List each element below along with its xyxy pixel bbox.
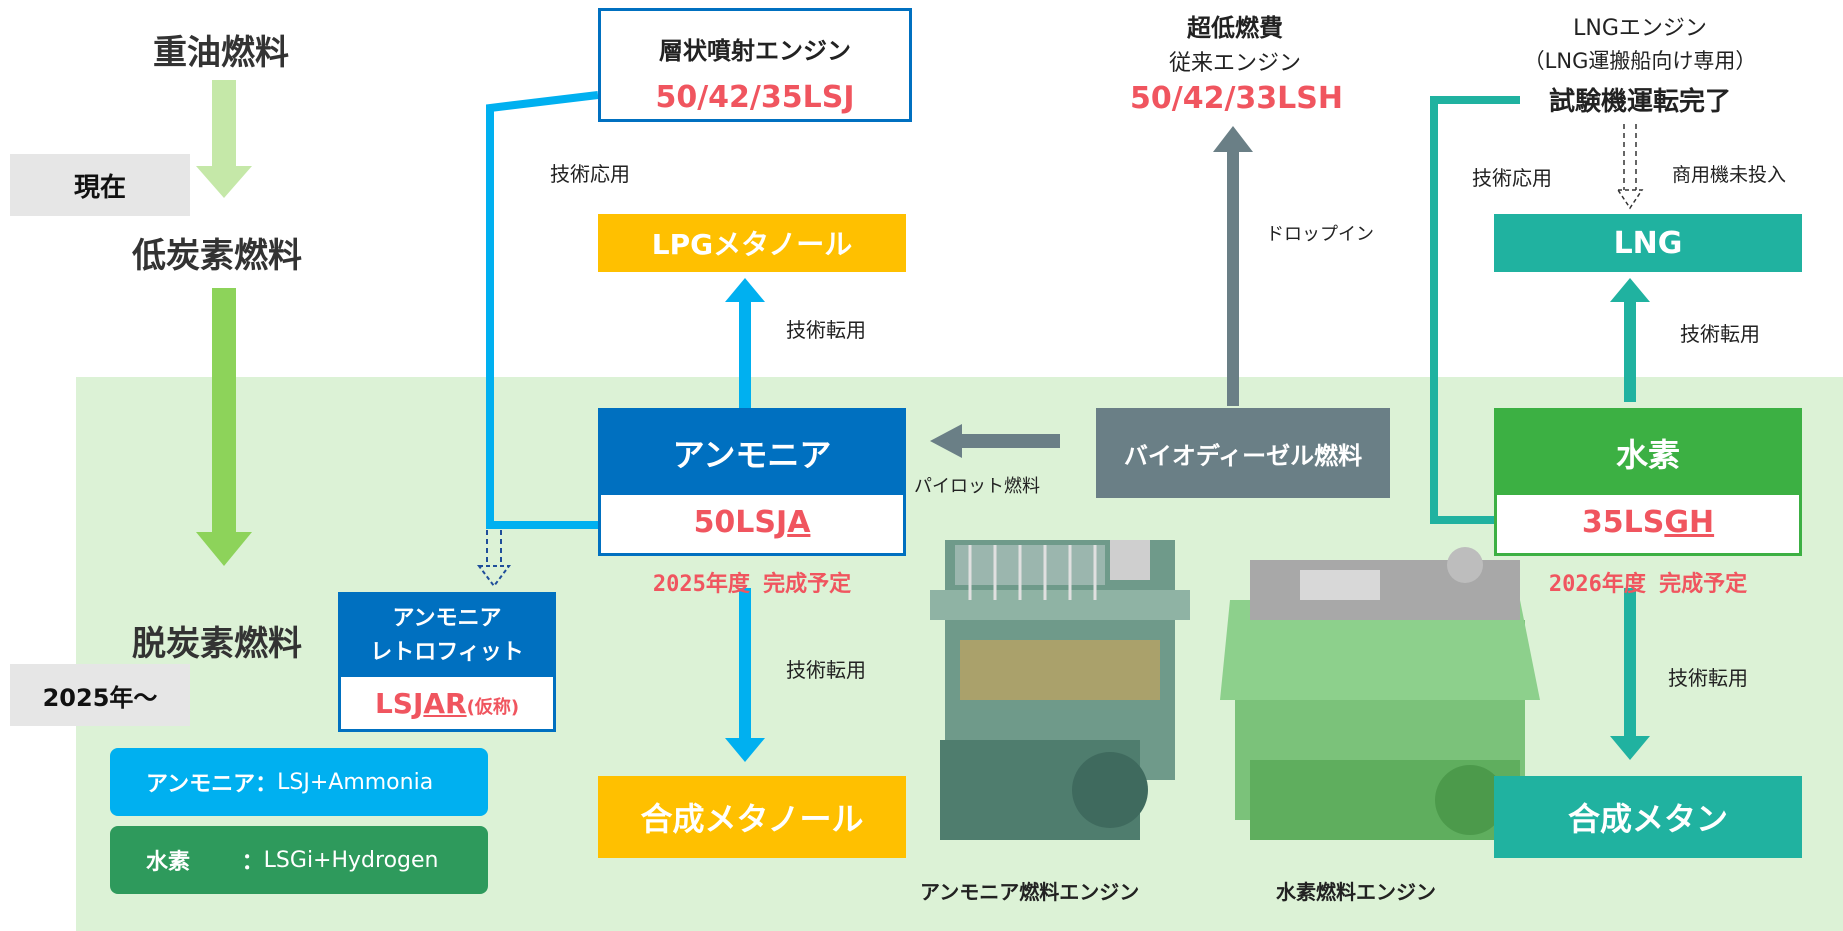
- retrofit-model-suffix: AR: [423, 687, 467, 720]
- lng-engine-line1: LNGエンジン: [1573, 16, 1707, 41]
- ammonia-title: アンモニア: [601, 411, 903, 495]
- legend-hydrogen: 水素 ： LSGi+Hydrogen: [110, 826, 488, 894]
- ammonia-model: 50LSJA: [601, 505, 903, 540]
- label-tech-applied-left: 技術応用: [550, 162, 630, 186]
- lng-box: LNG: [1494, 214, 1802, 272]
- label-tech-transfer-methane: 技術転用: [1668, 666, 1748, 690]
- retrofit-title-line1: アンモニア: [392, 606, 502, 631]
- hydrogen-model: 35LSGH: [1497, 505, 1799, 540]
- lsj-engine-title: 層状噴射エンジン: [659, 37, 851, 65]
- hydrogen-box: 水素 35LSGH: [1494, 408, 1802, 556]
- arrow-biodiesel-to-lsh: [1227, 150, 1239, 406]
- synthetic-methane-box: 合成メタン: [1494, 776, 1802, 858]
- hydrogen-model-suffix: GH: [1664, 505, 1715, 540]
- retrofit-title-line2: レトロフィット: [370, 640, 524, 665]
- arrow-lsj-to-ammonia: [486, 91, 660, 545]
- legend-ammonia-text: LSJ+Ammonia: [277, 769, 434, 795]
- hydrogen-model-prefix: 35LS: [1581, 505, 1665, 540]
- lsh-engine-block: 超低燃費 従来エンジン 50/42/33LSH: [1130, 8, 1343, 116]
- ammonia-model-prefix: 50LSJ: [693, 505, 788, 540]
- biodiesel-box: バイオディーゼル燃料: [1096, 408, 1390, 498]
- year-tag: 2025年～: [10, 664, 190, 726]
- arrow-hydrogen-to-lng: [1624, 300, 1636, 402]
- label-not-commercial: 商用機未投入: [1672, 164, 1787, 186]
- lpg-methanol-box: LPGメタノール: [598, 214, 906, 272]
- low-carbon-fuel-label: 低炭素燃料: [132, 236, 302, 276]
- ammonia-schedule: 2025年度 完成予定: [652, 572, 852, 597]
- caption-ammonia-engine: アンモニア燃料エンジン: [920, 880, 1140, 904]
- arrow-heavy-to-lowcarbon: [196, 80, 252, 198]
- lsh-line1: 超低燃費: [1187, 14, 1283, 42]
- heavy-fuel-label: 重油燃料: [153, 33, 289, 73]
- label-pilot-fuel: パイロット燃料: [914, 476, 1040, 497]
- arrow-hydrogen-to-methane: [1624, 588, 1636, 736]
- ammonia-model-suffix: A: [787, 505, 811, 540]
- lng-engine-line3: 試験機運転完了: [1548, 87, 1731, 117]
- arrow-ammonia-to-methanol-head: [725, 738, 765, 762]
- lng-engine-line2: （LNG運搬船向け専用）: [1523, 49, 1757, 73]
- hydrogen-engine-image: [1220, 547, 1540, 840]
- arrow-ammonia-to-methanol: [739, 588, 751, 738]
- retrofit-model-note: (仮称): [466, 697, 520, 718]
- label-tech-transfer-methanol: 技術転用: [786, 658, 866, 682]
- arrow-hydrogen-to-methane-head: [1610, 736, 1650, 760]
- retrofit-model: LSJAR(仮称): [341, 687, 553, 720]
- synthetic-methanol-box: 合成メタノール: [598, 776, 906, 858]
- caption-hydrogen-engine: 水素燃料エンジン: [1276, 880, 1436, 904]
- lsh-model: 50/42/33LSH: [1130, 81, 1343, 116]
- lng-engine-block: LNGエンジン （LNG運搬船向け専用） 試験機運転完了: [1500, 10, 1780, 118]
- hydrogen-title: 水素: [1497, 411, 1799, 495]
- lsh-line2: 従来エンジン: [1168, 51, 1301, 76]
- arrow-ammonia-to-lpg: [739, 300, 751, 410]
- arrow-biodiesel-to-ammonia: [960, 434, 1060, 448]
- legend-ammonia-label: アンモニア：: [146, 772, 278, 797]
- current-tag: 現在: [10, 154, 190, 216]
- legend-ammonia: アンモニア： LSJ+Ammonia: [110, 748, 488, 816]
- hydrogen-schedule: 2026年度 完成予定: [1548, 572, 1748, 597]
- decarbonized-fuel-label: 脱炭素燃料: [132, 624, 302, 664]
- ammonia-engine-image: [930, 540, 1190, 840]
- retrofit-title: アンモニア レトロフィット: [341, 595, 553, 677]
- arrow-hydrogen-to-lng-head: [1610, 278, 1650, 302]
- arrow-lowcarbon-to-decarbonized: [196, 288, 252, 566]
- legend-hydrogen-text: LSGi+Hydrogen: [263, 847, 439, 873]
- ammonia-box: アンモニア 50LSJA: [598, 408, 906, 556]
- retrofit-model-prefix: LSJ: [374, 687, 424, 720]
- label-tech-transfer-lpg: 技術転用: [786, 318, 866, 342]
- label-tech-transfer-lng: 技術転用: [1680, 322, 1760, 346]
- arrow-ammonia-to-lpg-head: [725, 278, 765, 302]
- arrow-biodiesel-to-lsh-head: [1213, 126, 1253, 152]
- label-drop-in: ドロップイン: [1266, 224, 1374, 245]
- lsj-engine-box: 層状噴射エンジン 50/42/35LSJ: [598, 8, 912, 122]
- lsj-engine-model: 50/42/35LSJ: [655, 80, 855, 115]
- arrow-lng-engine-dashed: [1616, 124, 1644, 210]
- legend-hydrogen-label: 水素 ：: [146, 850, 264, 875]
- retrofit-box: アンモニア レトロフィット LSJAR(仮称): [338, 592, 556, 732]
- label-tech-applied-right: 技術応用: [1472, 166, 1552, 190]
- arrow-retrofit-dashed: [477, 530, 511, 588]
- arrow-biodiesel-to-ammonia-head: [930, 424, 962, 458]
